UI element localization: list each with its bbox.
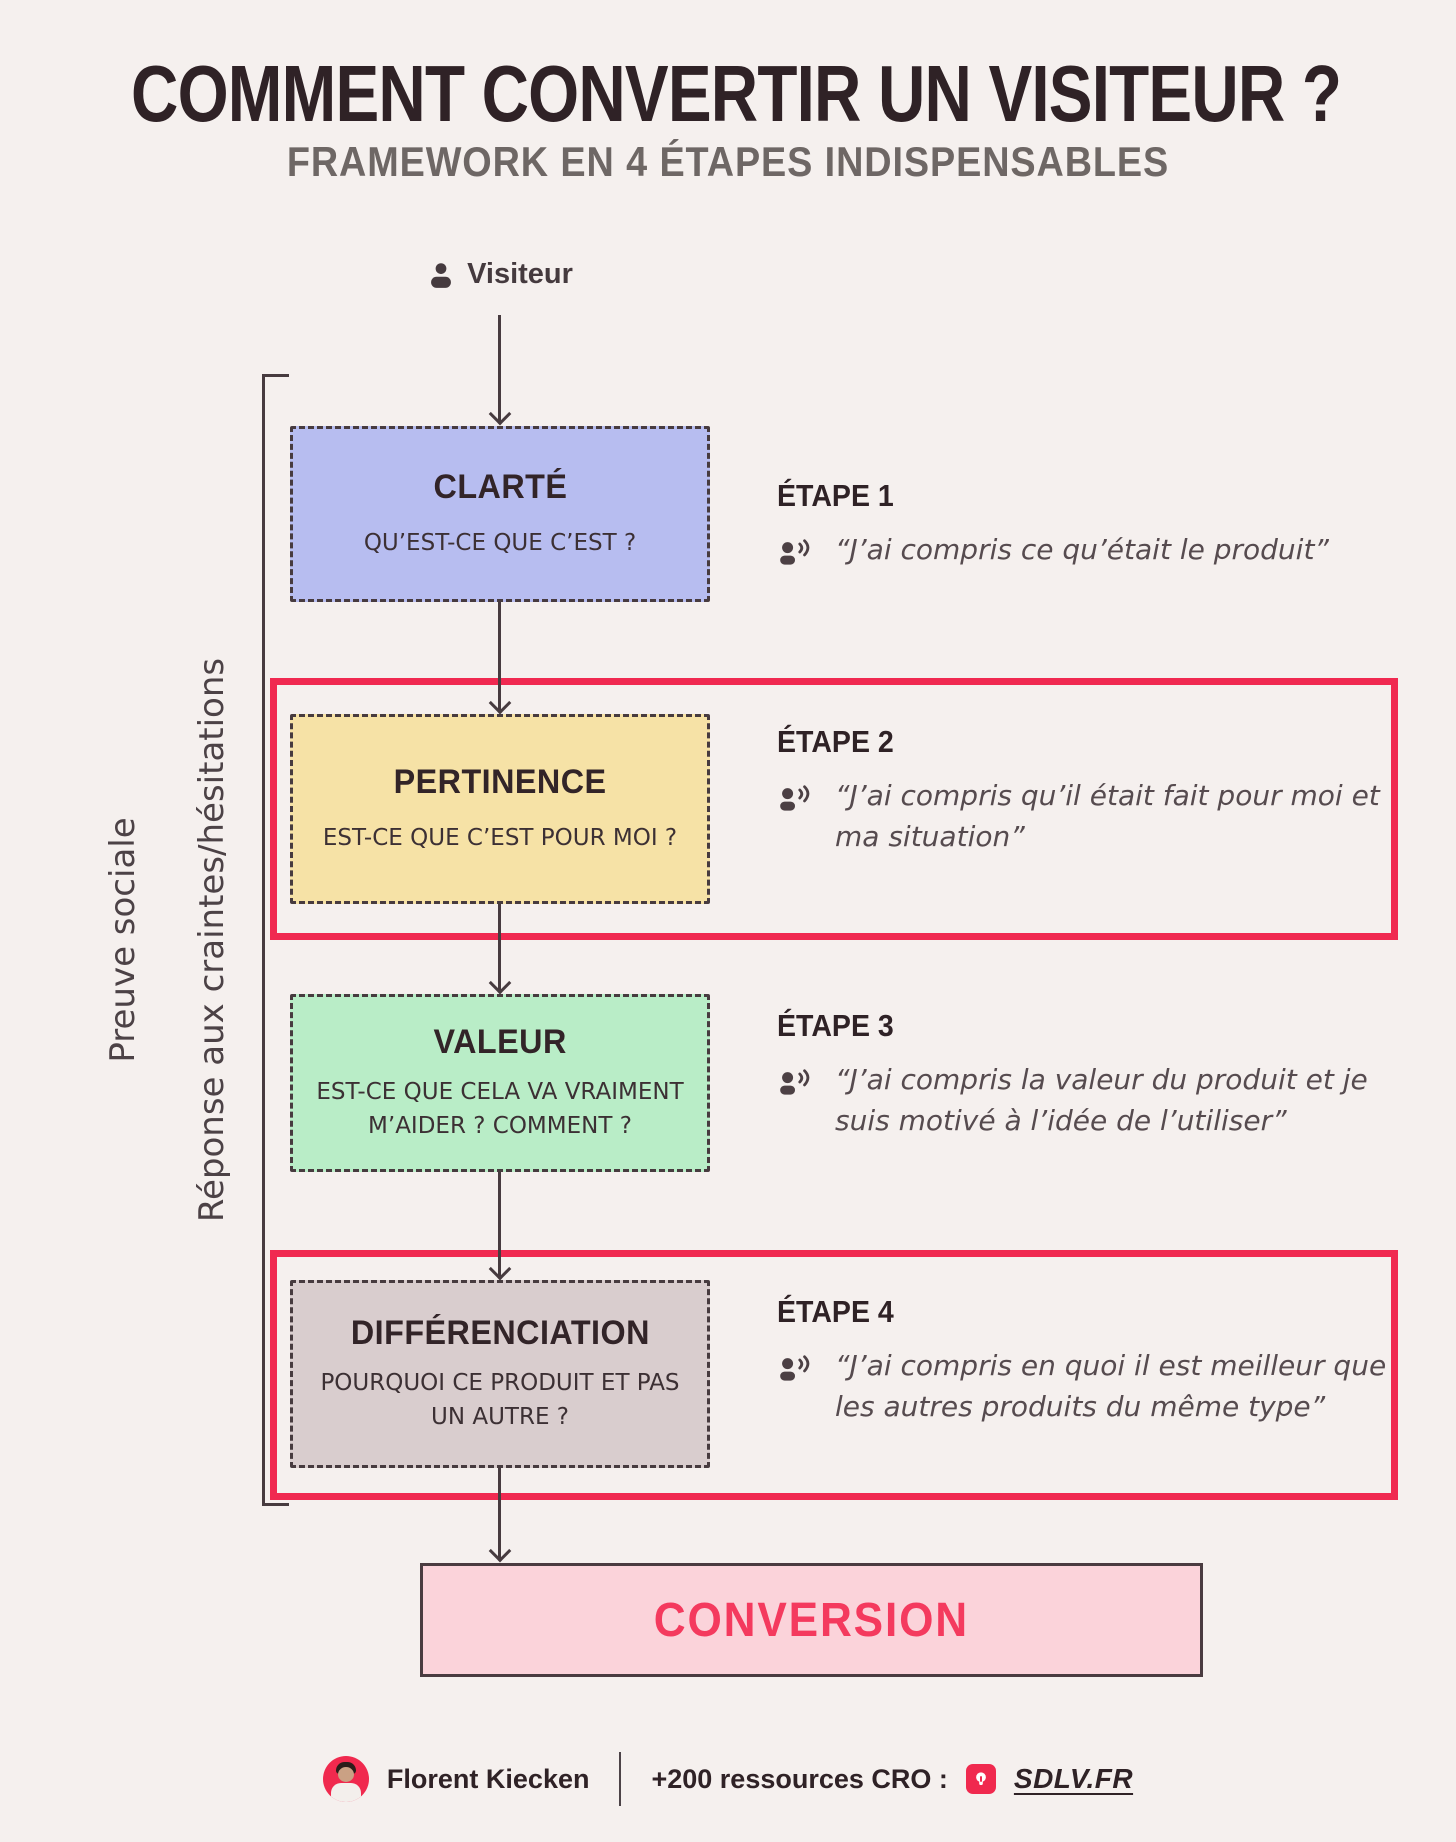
arrow-pertinence-to-valeur xyxy=(498,904,501,990)
flow-box-question: EST-CE QUE C’EST POUR MOI ? xyxy=(322,824,678,851)
visitor-quote: “J’ai compris ce qu’était le produit” xyxy=(835,533,1329,566)
person-icon xyxy=(431,262,451,288)
footer-divider xyxy=(619,1752,622,1806)
arrow-differenciation-to-conversion xyxy=(498,1468,501,1558)
arrow-valeur-to-differenciation xyxy=(498,1172,501,1276)
highlight-outline-etape2 xyxy=(270,678,1398,940)
step-annotation-2: ÉTAPE 2 “J’ai compris qu’il était fait p… xyxy=(777,724,1397,857)
speaking-person-icon xyxy=(780,1355,810,1381)
quote-row: “J’ai compris qu’il était fait pour moi … xyxy=(777,776,1397,857)
arrow-clarte-to-pertinence xyxy=(498,602,501,710)
flow-box-question: EST-CE QUE CELA VA VRAIMENT M’AIDER ? CO… xyxy=(316,1079,684,1139)
conversion-label: CONVERSION xyxy=(653,1593,970,1647)
quote-row: “J’ai compris la valeur du produit et je… xyxy=(777,1060,1397,1141)
arrow-visitor-to-clarte xyxy=(498,315,501,421)
flow-box-title: PERTINENCE xyxy=(393,762,607,801)
author-name: Florent Kiecken xyxy=(386,1763,590,1794)
author-avatar xyxy=(322,1756,369,1802)
left-bracket xyxy=(262,374,289,1506)
lightbulb-icon xyxy=(965,1764,996,1794)
flow-box-differenciation: DIFFÉRENCIATION POURQUOI CE PRODUIT ET P… xyxy=(290,1280,710,1468)
flow-box-title: DIFFÉRENCIATION xyxy=(350,1314,650,1353)
step-annotation-3: ÉTAPE 3 “J’ai compris la valeur du produ… xyxy=(777,1008,1397,1141)
flow-box-title: VALEUR xyxy=(433,1023,567,1062)
flow-box-pertinence: PERTINENCE EST-CE QUE C’EST POUR MOI ? xyxy=(290,714,710,904)
step-label: ÉTAPE 3 xyxy=(777,1008,894,1043)
speaking-person-icon xyxy=(780,539,810,565)
flow-box-question: QU’EST-CE QUE C’EST ? xyxy=(363,529,637,556)
side-label-preuve-sociale: Preuve sociale xyxy=(103,817,143,1063)
step-annotation-4: ÉTAPE 4 “J’ai compris en quoi il est mei… xyxy=(777,1294,1397,1427)
speaking-person-icon xyxy=(780,785,810,811)
site-link[interactable]: SDLV.FR xyxy=(1013,1763,1134,1794)
visitor-quote: “J’ai compris qu’il était fait pour moi … xyxy=(835,779,1380,853)
flow-box-clarte: CLARTÉ QU’EST-CE QUE C’EST ? xyxy=(290,426,710,602)
flow-box-title: CLARTÉ xyxy=(433,467,567,506)
flow-box-valeur: VALEUR EST-CE QUE CELA VA VRAIMENT M’AID… xyxy=(290,994,710,1172)
highlight-outline-etape4 xyxy=(270,1250,1398,1500)
step-label: ÉTAPE 4 xyxy=(777,1294,894,1329)
step-annotation-1: ÉTAPE 1 “J’ai compris ce qu’était le pro… xyxy=(777,478,1397,571)
side-label-reponse-craintes: Réponse aux craintes/hésitations xyxy=(192,657,232,1223)
speaking-person-icon xyxy=(780,1069,810,1095)
page-subtitle: FRAMEWORK EN 4 ÉTAPES INDISPENSABLES xyxy=(286,138,1170,185)
flow-box-question: POURQUOI CE PRODUIT ET PAS UN AUTRE ? xyxy=(320,1370,680,1430)
visitor-label: Visiteur xyxy=(467,258,573,290)
quote-row: “J’ai compris en quoi il est meilleur qu… xyxy=(777,1346,1397,1427)
conversion-box: CONVERSION xyxy=(420,1563,1203,1677)
visitor-quote: “J’ai compris la valeur du produit et je… xyxy=(835,1063,1368,1137)
avatar-shirt xyxy=(330,1783,361,1802)
page-title: COMMENT CONVERTIR UN VISITEUR ? xyxy=(131,49,1342,138)
step-label: ÉTAPE 2 xyxy=(777,724,894,759)
step-label: ÉTAPE 1 xyxy=(777,478,894,513)
footer: Florent Kiecken +200 ressources CRO : SD… xyxy=(0,1752,1456,1806)
avatar-face xyxy=(337,1767,354,1782)
visitor-quote: “J’ai compris en quoi il est meilleur qu… xyxy=(835,1349,1387,1423)
quote-row: “J’ai compris ce qu’était le produit” xyxy=(777,530,1397,571)
visitor-node: Visiteur xyxy=(0,258,1000,291)
resources-label: +200 ressources CRO : xyxy=(651,1763,948,1794)
